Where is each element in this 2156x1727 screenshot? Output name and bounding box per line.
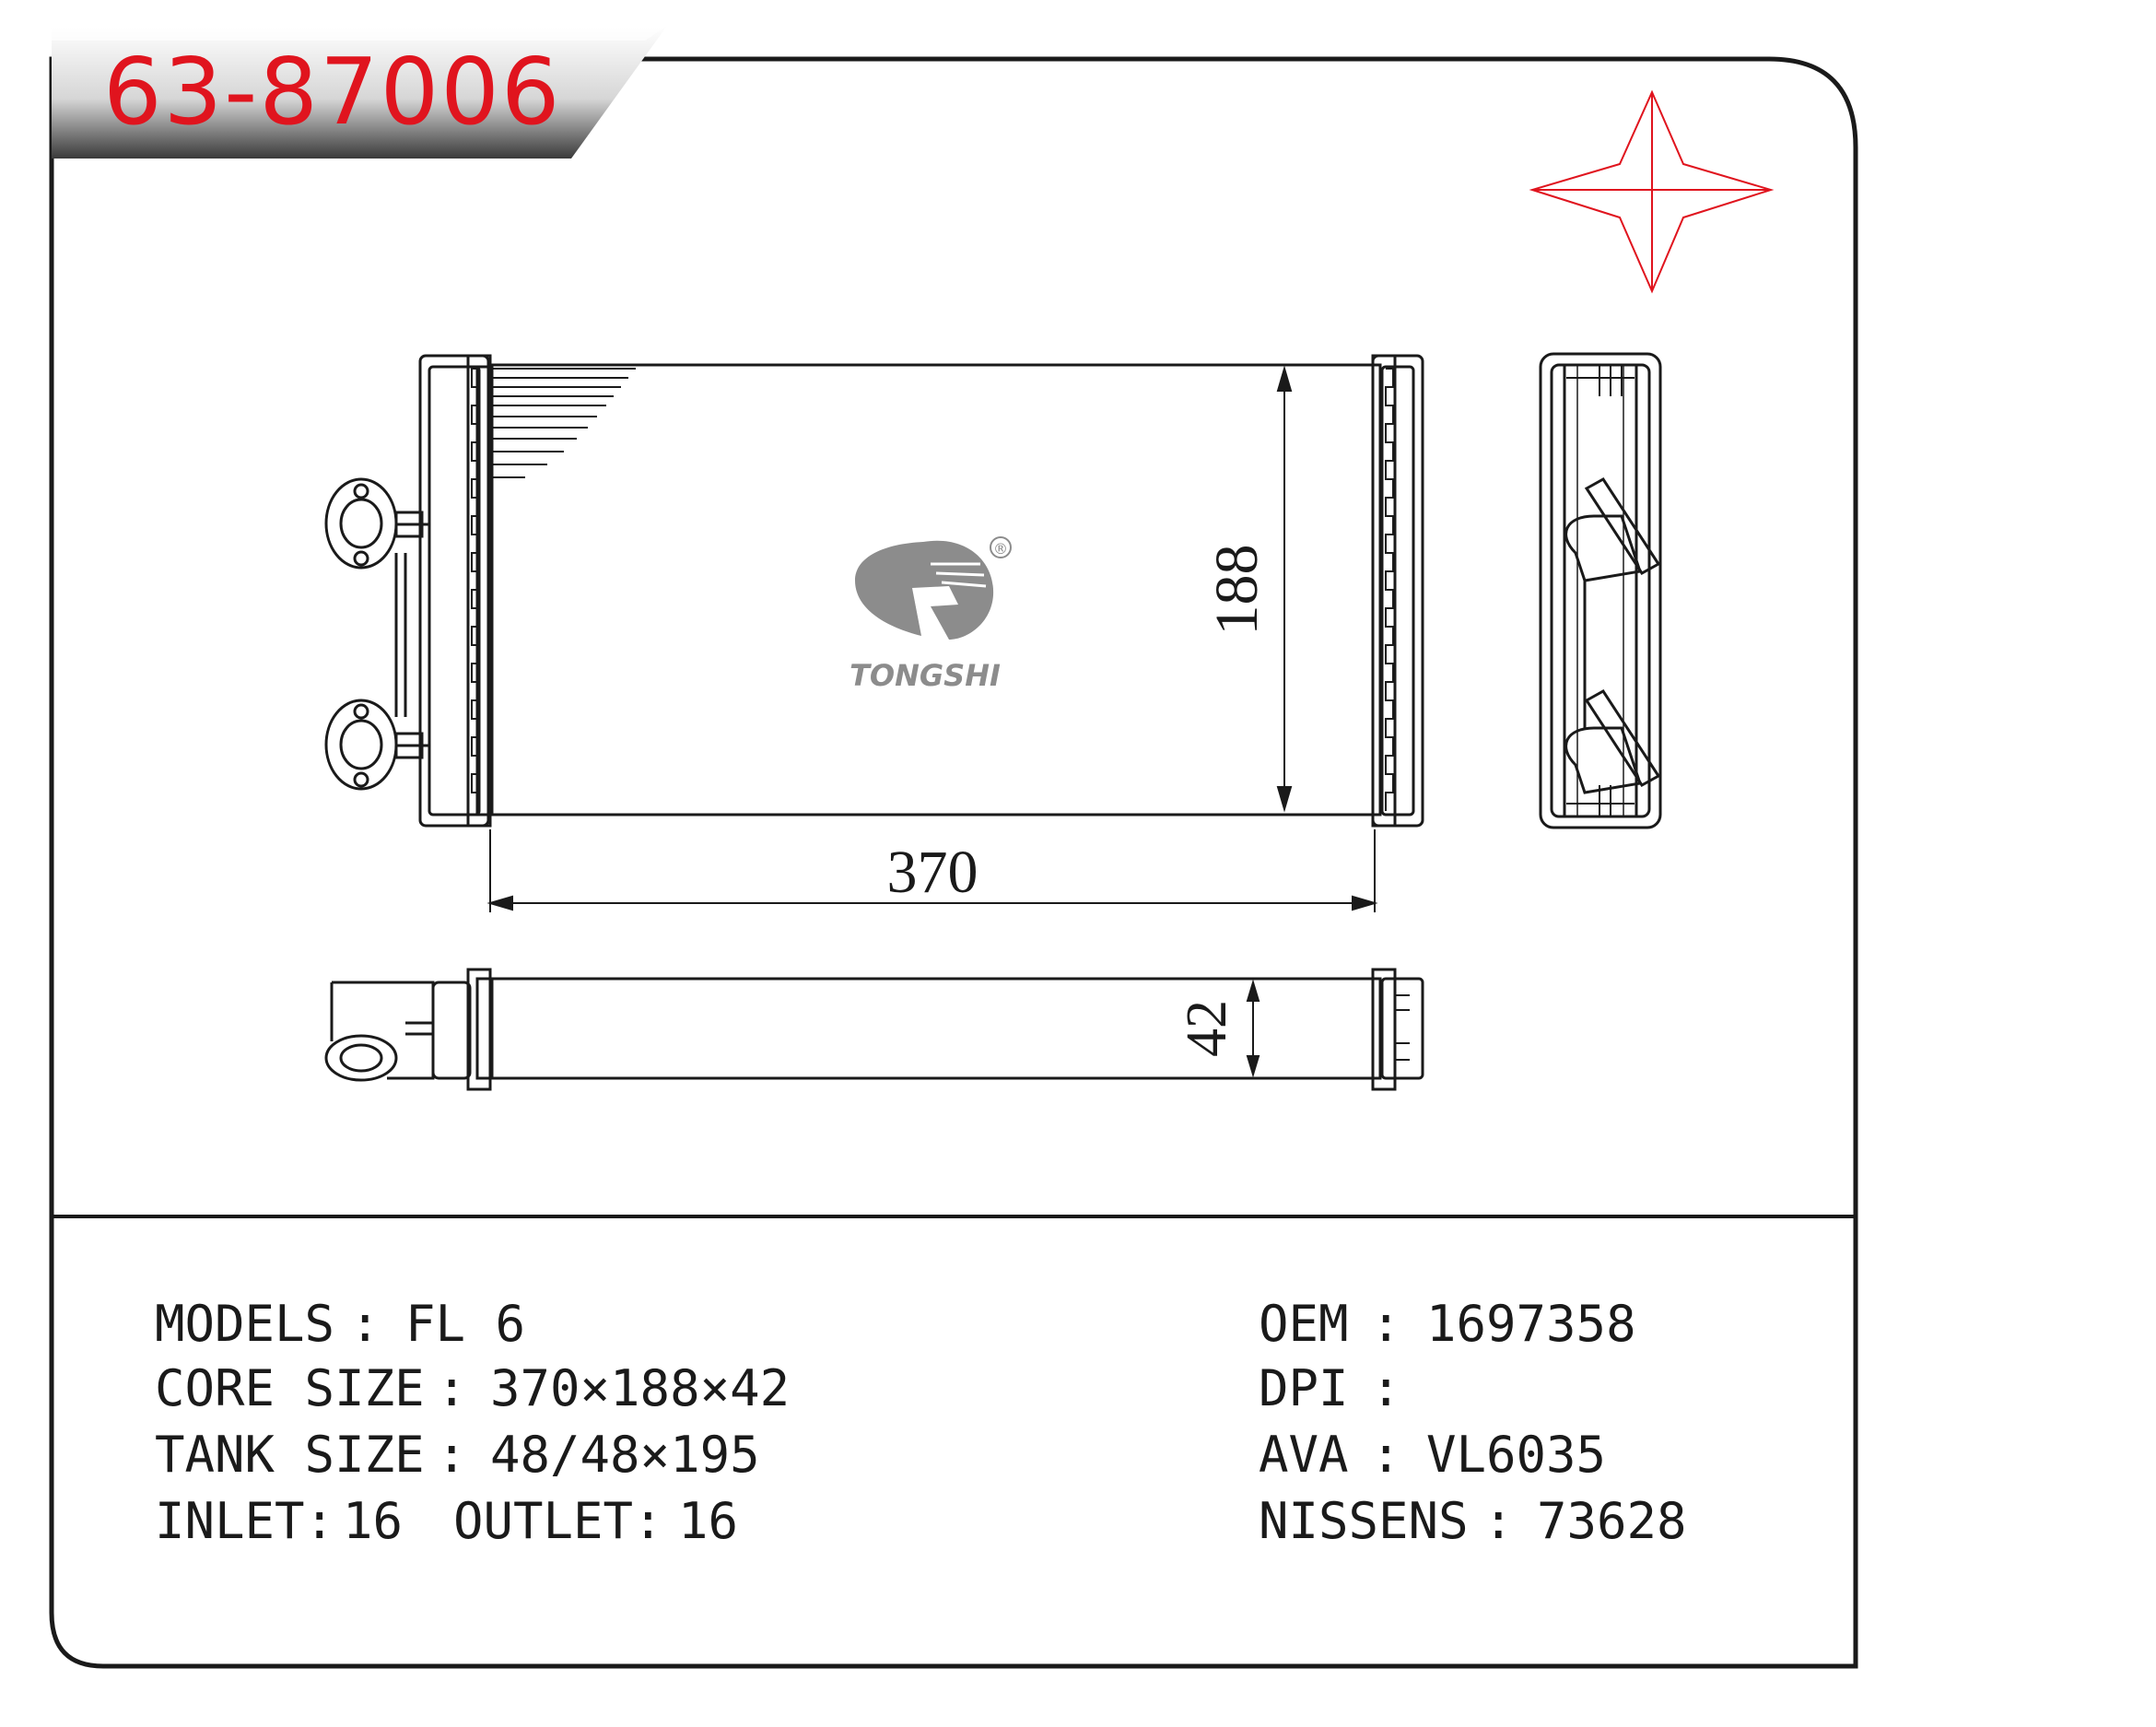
- inlet-value: 16: [343, 1492, 404, 1550]
- inlet-label: INLET:: [155, 1492, 335, 1550]
- inlet-fitting: [324, 477, 429, 570]
- nissens-value: 73628: [1537, 1492, 1687, 1550]
- height-dimension: 188: [1203, 545, 1271, 636]
- ava-colon: :: [1371, 1426, 1401, 1484]
- tank-size-value: 48/48×195: [490, 1426, 760, 1484]
- core-size-colon: :: [437, 1359, 467, 1417]
- ava-label: AVA: [1259, 1426, 1349, 1484]
- top-view: [324, 968, 1424, 1091]
- width-dimension: 370: [887, 839, 978, 906]
- outlet-fitting: [324, 699, 429, 791]
- models-label: MODELS: [155, 1295, 335, 1353]
- side-view: [1539, 352, 1662, 829]
- tank-size-label: TANK SIZE: [155, 1426, 425, 1484]
- core-size-value: 370×188×42: [490, 1359, 791, 1417]
- nissens-label: NISSENS: [1259, 1492, 1469, 1550]
- height-dimension-line: [1276, 365, 1293, 813]
- nissens-colon: :: [1483, 1492, 1514, 1550]
- dpi-colon: :: [1371, 1359, 1401, 1417]
- outlet-label: OUTLET:: [453, 1492, 663, 1550]
- drawing-frame: [49, 56, 1858, 1669]
- part-number-title: 63-87006: [103, 38, 562, 146]
- oem-label: OEM: [1259, 1295, 1349, 1353]
- logo-brand: TONGSHI: [850, 658, 1001, 693]
- compass-star-icon: [1529, 89, 1775, 294]
- tank-size-colon: :: [437, 1426, 467, 1484]
- width-dimension-line: [486, 829, 1378, 912]
- ava-value: VL6035: [1426, 1426, 1607, 1484]
- left-tank-teeth: [471, 368, 480, 811]
- depth-dimension-line: [1246, 979, 1260, 1078]
- core-size-label: CORE SIZE: [155, 1359, 425, 1417]
- models-value: FL 6: [405, 1295, 526, 1353]
- depth-dimension: 42: [1176, 1000, 1238, 1057]
- oem-colon: :: [1371, 1295, 1401, 1353]
- outlet-value: 16: [678, 1492, 739, 1550]
- title-banner: [52, 26, 667, 159]
- oem-value: 1697358: [1426, 1295, 1636, 1353]
- models-colon: :: [350, 1295, 381, 1353]
- registered-mark: ®: [993, 540, 1008, 558]
- tongshi-logo: ® TONGSHI: [850, 536, 1012, 693]
- dpi-label: DPI: [1259, 1359, 1349, 1417]
- right-tank-teeth: [1385, 368, 1394, 811]
